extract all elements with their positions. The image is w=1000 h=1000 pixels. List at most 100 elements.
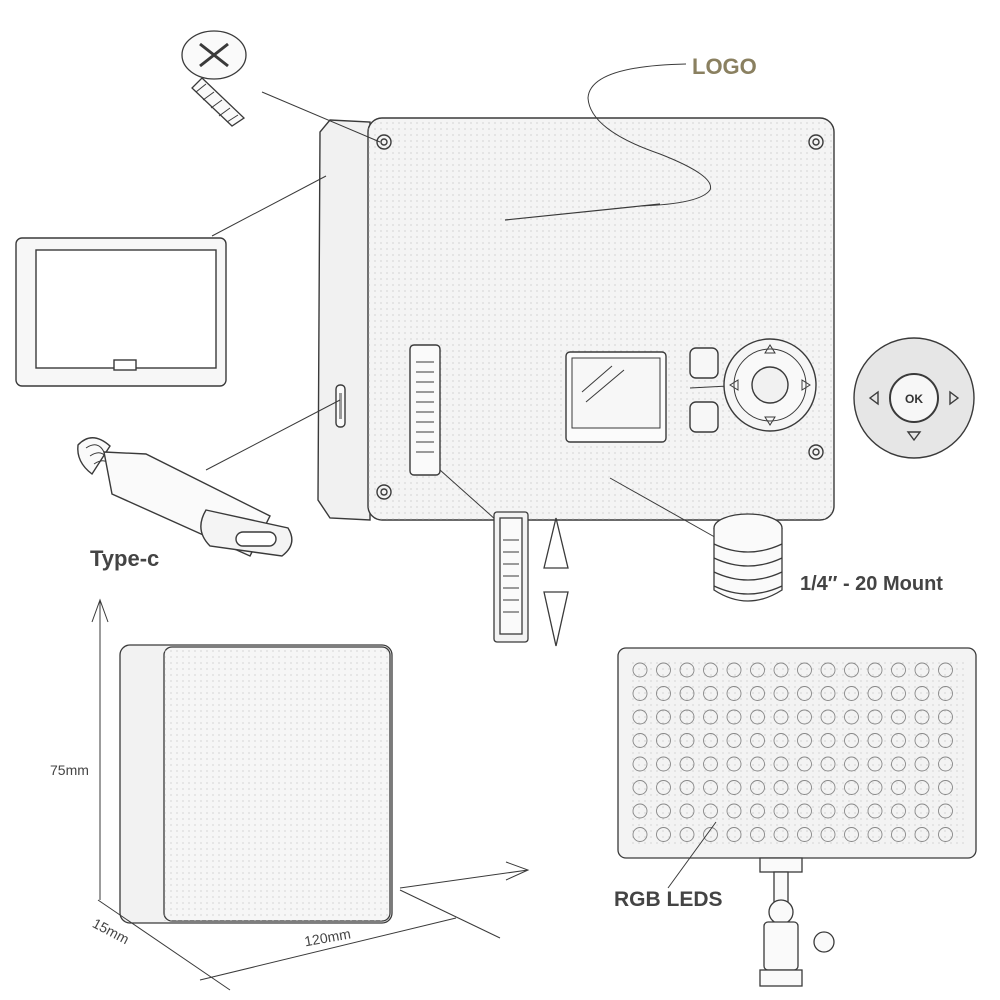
led-dot: [844, 686, 859, 701]
led-dot: [773, 709, 789, 725]
led-dot: [820, 662, 836, 678]
led-dot: [656, 756, 671, 772]
led-dot: [632, 686, 648, 701]
led-dot: [891, 733, 906, 748]
slider-detail: [439, 469, 569, 647]
frame-accessory: [15, 175, 327, 387]
led-dot: [750, 733, 765, 748]
led-dot: [656, 733, 671, 748]
led-dot: [632, 662, 648, 678]
led-dot: [938, 803, 953, 819]
led-dot: [820, 780, 836, 795]
led-dot: [679, 733, 695, 748]
led-dot: [773, 686, 789, 701]
led-dot: [914, 686, 930, 701]
led-dot: [632, 709, 648, 725]
led-dot: [891, 756, 906, 772]
led-dot: [891, 803, 906, 819]
logo-callout: [587, 63, 712, 207]
led-dot: [632, 733, 648, 748]
led-dot: [750, 756, 765, 772]
led-dot: [797, 827, 812, 842]
height-dimension: 75mm: [50, 762, 89, 778]
led-dot: [703, 756, 718, 772]
led-dot: [750, 827, 765, 842]
led-dot: [891, 709, 906, 725]
led-dot: [773, 803, 789, 819]
led-dot: [797, 686, 812, 701]
led-dot: [820, 827, 836, 842]
led-dot: [703, 733, 718, 748]
led-dot: [703, 709, 718, 725]
led-dot: [891, 827, 906, 842]
led-panel-front: [617, 647, 977, 987]
led-dot: [656, 709, 671, 725]
led-dot: [914, 733, 930, 748]
led-dot: [632, 827, 648, 842]
led-dot: [938, 780, 953, 795]
led-dot: [844, 780, 859, 795]
led-dot: [797, 803, 812, 819]
ok-knob: [853, 337, 975, 459]
led-dot: [938, 756, 953, 772]
led-dot: [703, 662, 718, 678]
mount-label: 1/4′′ - 20 Mount: [800, 573, 943, 595]
led-dot: [656, 662, 671, 678]
led-dot: [820, 733, 836, 748]
logo-label: LOGO: [692, 54, 757, 79]
main-light-back-view: [317, 117, 835, 521]
led-dot: [656, 686, 671, 701]
led-dot: [632, 803, 648, 819]
led-dot: [844, 733, 859, 748]
led-dot: [726, 709, 742, 725]
led-dot: [773, 662, 789, 678]
led-dot: [656, 803, 671, 819]
led-dot: [703, 780, 718, 795]
led-dot: [797, 709, 812, 725]
led-dot: [797, 662, 812, 678]
led-dot: [656, 827, 671, 842]
led-dot: [679, 756, 695, 772]
led-dot: [632, 780, 648, 795]
led-dot: [632, 756, 648, 772]
width-dimension: 120mm: [303, 925, 352, 949]
led-dot: [726, 803, 742, 819]
led-dot: [914, 780, 930, 795]
led-dot: [844, 827, 859, 842]
dimension-view: [91, 598, 530, 991]
led-dot: [726, 756, 742, 772]
led-dot: [797, 733, 812, 748]
led-dot: [938, 733, 953, 748]
led-dot: [820, 686, 836, 701]
led-dot: [867, 686, 883, 701]
led-dot: [726, 827, 742, 842]
led-dot: [820, 709, 836, 725]
led-dot: [797, 780, 812, 795]
led-dot: [844, 803, 859, 819]
led-dot: [773, 733, 789, 748]
led-dot: [914, 827, 930, 842]
led-dot: [844, 756, 859, 772]
usb-type-c-cable: [77, 399, 341, 557]
led-dot: [703, 827, 718, 842]
led-dot: [679, 709, 695, 725]
ok-label: OK: [905, 392, 923, 406]
led-dot: [679, 780, 695, 795]
led-dot: [867, 662, 883, 678]
led-dot: [867, 733, 883, 748]
led-dot: [938, 662, 953, 678]
led-dot: [679, 827, 695, 842]
led-dot: [679, 686, 695, 701]
led-dot: [679, 803, 695, 819]
led-dot: [773, 827, 789, 842]
led-dot: [726, 780, 742, 795]
led-dot: [891, 662, 906, 678]
led-dot: [867, 756, 883, 772]
led-dot: [938, 686, 953, 701]
led-dot: [679, 662, 695, 678]
led-dot: [914, 756, 930, 772]
led-dot: [867, 803, 883, 819]
led-dot: [726, 733, 742, 748]
